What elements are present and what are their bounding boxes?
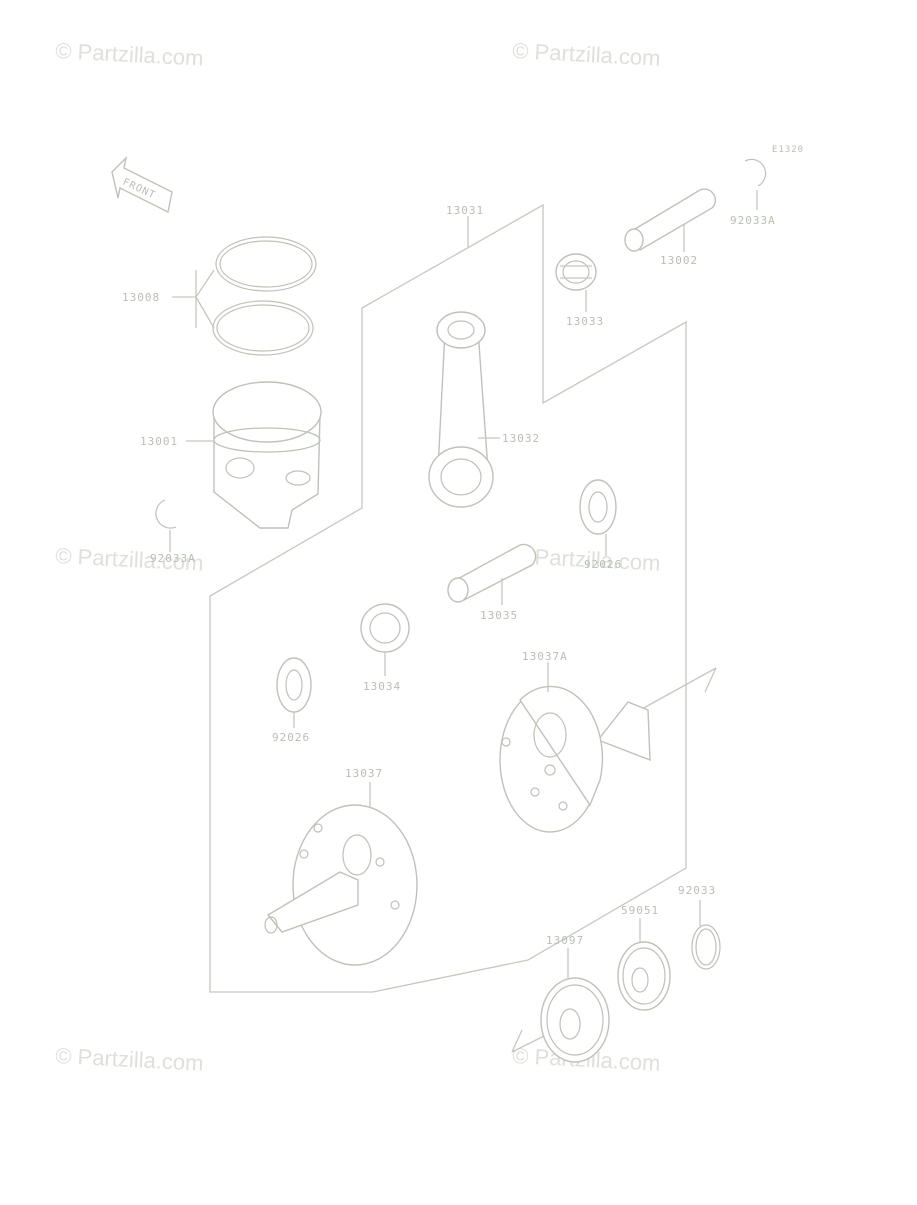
leader-13008-a [195, 269, 215, 298]
leader-13008-b [195, 296, 215, 329]
piston-icon [212, 381, 322, 529]
watermark-top-right: © Partzilla.com [512, 38, 661, 71]
label-13002: 13002 [660, 254, 698, 267]
piston-rings-icon [212, 236, 317, 356]
label-13034: 13034 [363, 680, 401, 693]
label-13008: 13008 [122, 291, 160, 304]
circlip-bottom-icon [691, 924, 721, 970]
label-92026-left: 92026 [272, 731, 310, 744]
circlip-top-icon [744, 158, 767, 187]
label-13097: 13097 [546, 934, 584, 947]
label-13037: 13037 [345, 767, 383, 780]
thrust-washer-right-icon [579, 479, 617, 535]
gear-13097-icon [511, 977, 610, 1063]
diagram-code: E1320 [772, 145, 804, 155]
gear-59051-icon [617, 941, 671, 1011]
crankshaft-left-icon [264, 804, 418, 966]
label-92033a-left: 92033A [150, 552, 196, 565]
label-92026-right: 92026 [584, 558, 622, 571]
watermark-bottom-left: © Partzilla.com [55, 1043, 204, 1076]
front-arrow-icon: FRONT [111, 155, 173, 214]
label-13035: 13035 [480, 609, 518, 622]
label-13001: 13001 [140, 435, 178, 448]
label-13032: 13032 [502, 432, 540, 445]
label-13031: 13031 [446, 204, 484, 217]
watermark-top-left: © Partzilla.com [55, 38, 204, 71]
crankshaft-right-icon [499, 667, 717, 833]
label-13033: 13033 [566, 315, 604, 328]
small-end-bearing-icon [555, 253, 597, 291]
thrust-washer-left-icon [276, 657, 312, 713]
label-92033: 92033 [678, 884, 716, 897]
assembly-outline [209, 203, 687, 993]
label-13037a: 13037A [522, 650, 568, 663]
label-92033a: 92033A [730, 214, 776, 227]
crank-pin-icon [447, 543, 537, 603]
circlip-left-icon [155, 499, 177, 529]
connecting-rod-icon [428, 311, 494, 508]
big-end-bearing-icon [360, 603, 410, 653]
label-59051: 59051 [621, 904, 659, 917]
piston-pin-icon [624, 188, 716, 252]
